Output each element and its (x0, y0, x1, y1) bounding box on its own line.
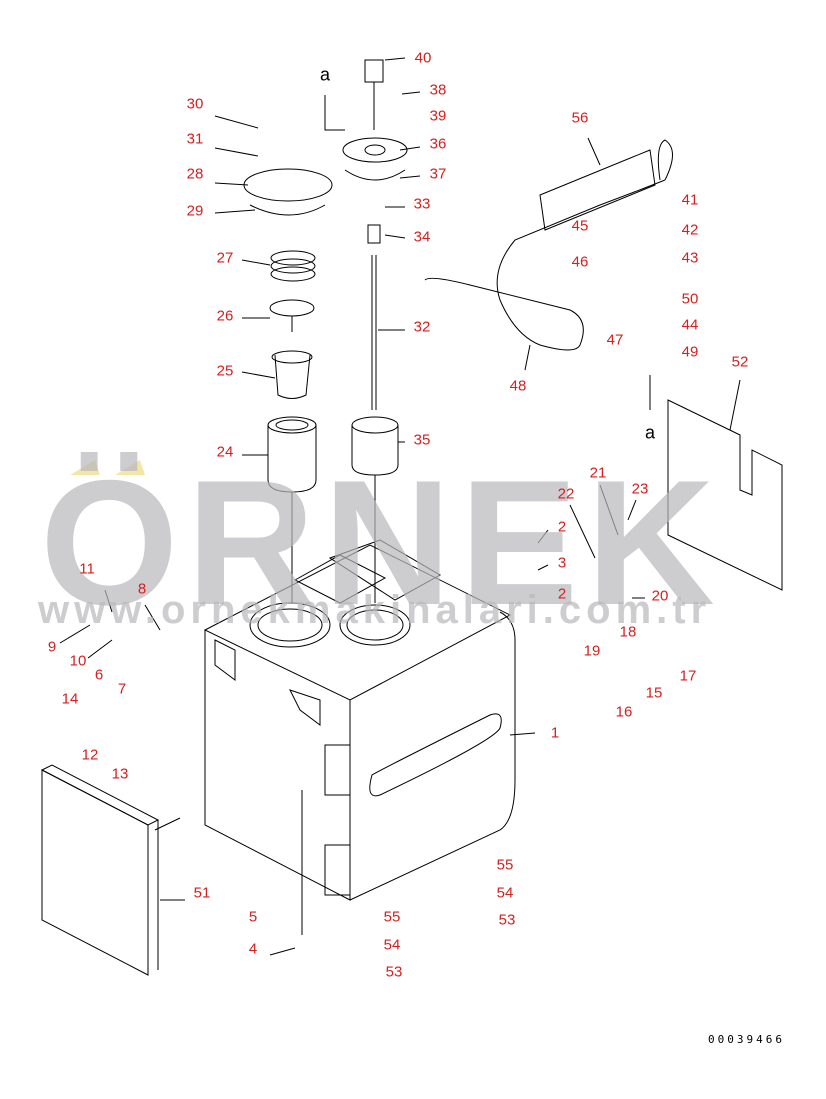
part-number-label: 24 (216, 443, 234, 461)
part-number-label: 38 (429, 81, 447, 99)
part-number-label: 20 (651, 587, 669, 605)
part-number-label: 48 (509, 377, 527, 395)
part-number-label: 31 (186, 130, 204, 148)
part-number-label: 5 (248, 908, 258, 926)
part-number-label: 29 (186, 202, 204, 220)
part-number-label: 42 (681, 221, 699, 239)
part-number-label: 1 (550, 724, 560, 742)
part-number-label: 28 (186, 165, 204, 183)
part-number-label: 4 (248, 940, 258, 958)
part-number-label: 7 (117, 680, 127, 698)
part-number-label: 44 (681, 316, 699, 334)
part-number-label: 10 (69, 652, 87, 670)
part-number-label: 3 (557, 554, 567, 572)
part-number-label: 35 (413, 431, 431, 449)
part-number-label: 8 (137, 580, 147, 598)
part-number-label: 54 (383, 936, 401, 954)
part-number-label: 14 (61, 690, 79, 708)
part-number-label: 46 (571, 253, 589, 271)
part-number-label: 26 (216, 307, 234, 325)
part-number-label: 54 (496, 884, 514, 902)
part-number-label: 2 (557, 518, 567, 536)
part-number-label: 27 (216, 249, 234, 267)
filter-elements (243, 59, 651, 603)
part-number-label: 33 (413, 195, 431, 213)
part-number-label: 15 (645, 684, 663, 702)
watermark-url: www.ornekmakinalari.com.tr (38, 588, 712, 632)
part-number-label: 55 (496, 856, 514, 874)
part-number-label: 16 (615, 703, 633, 721)
part-number-label: 30 (186, 95, 204, 113)
part-number-label: 50 (681, 290, 699, 308)
part-number-label: 51 (193, 884, 211, 902)
watermark-brand: ÖRNEK (40, 443, 723, 642)
part-number-label: 34 (413, 228, 431, 246)
part-number-label: 25 (216, 362, 234, 380)
part-number-label: 18 (619, 623, 637, 641)
part-number-label: 49 (681, 343, 699, 361)
part-number-label: 37 (429, 165, 447, 183)
part-number-label: 52 (731, 353, 749, 371)
side-panels (40, 399, 783, 976)
part-number-label: 47 (606, 331, 624, 349)
hydraulic-tank (203, 539, 516, 901)
part-number-label: 17 (679, 667, 697, 685)
part-number-label: 12 (81, 746, 99, 764)
pipe-assembly (424, 139, 673, 351)
part-number-label: 41 (681, 191, 699, 209)
leader-lines (59, 57, 741, 956)
part-number-label: 2 (557, 585, 567, 603)
part-number-label: 40 (414, 49, 432, 67)
part-number-label: 43 (681, 249, 699, 267)
drawing-code: 00039466 (708, 1033, 785, 1046)
part-number-label: 53 (385, 963, 403, 981)
part-number-label: 39 (429, 107, 447, 125)
part-number-label: 45 (571, 217, 589, 235)
part-number-label: 55 (383, 908, 401, 926)
part-number-label: 53 (498, 911, 516, 929)
part-number-label: 9 (47, 638, 57, 656)
part-number-label: 56 (571, 109, 589, 127)
reference-mark: a (644, 422, 656, 443)
part-number-label: 32 (413, 318, 431, 336)
part-number-label: 23 (631, 480, 649, 498)
part-number-label: 21 (589, 464, 607, 482)
reference-mark: a (319, 64, 331, 85)
part-number-label: 13 (111, 765, 129, 783)
part-number-label: 11 (79, 560, 95, 578)
part-number-label: 22 (557, 485, 575, 503)
part-number-label: 6 (94, 666, 104, 684)
part-number-label: 36 (429, 135, 447, 153)
part-number-label: 19 (583, 642, 601, 660)
